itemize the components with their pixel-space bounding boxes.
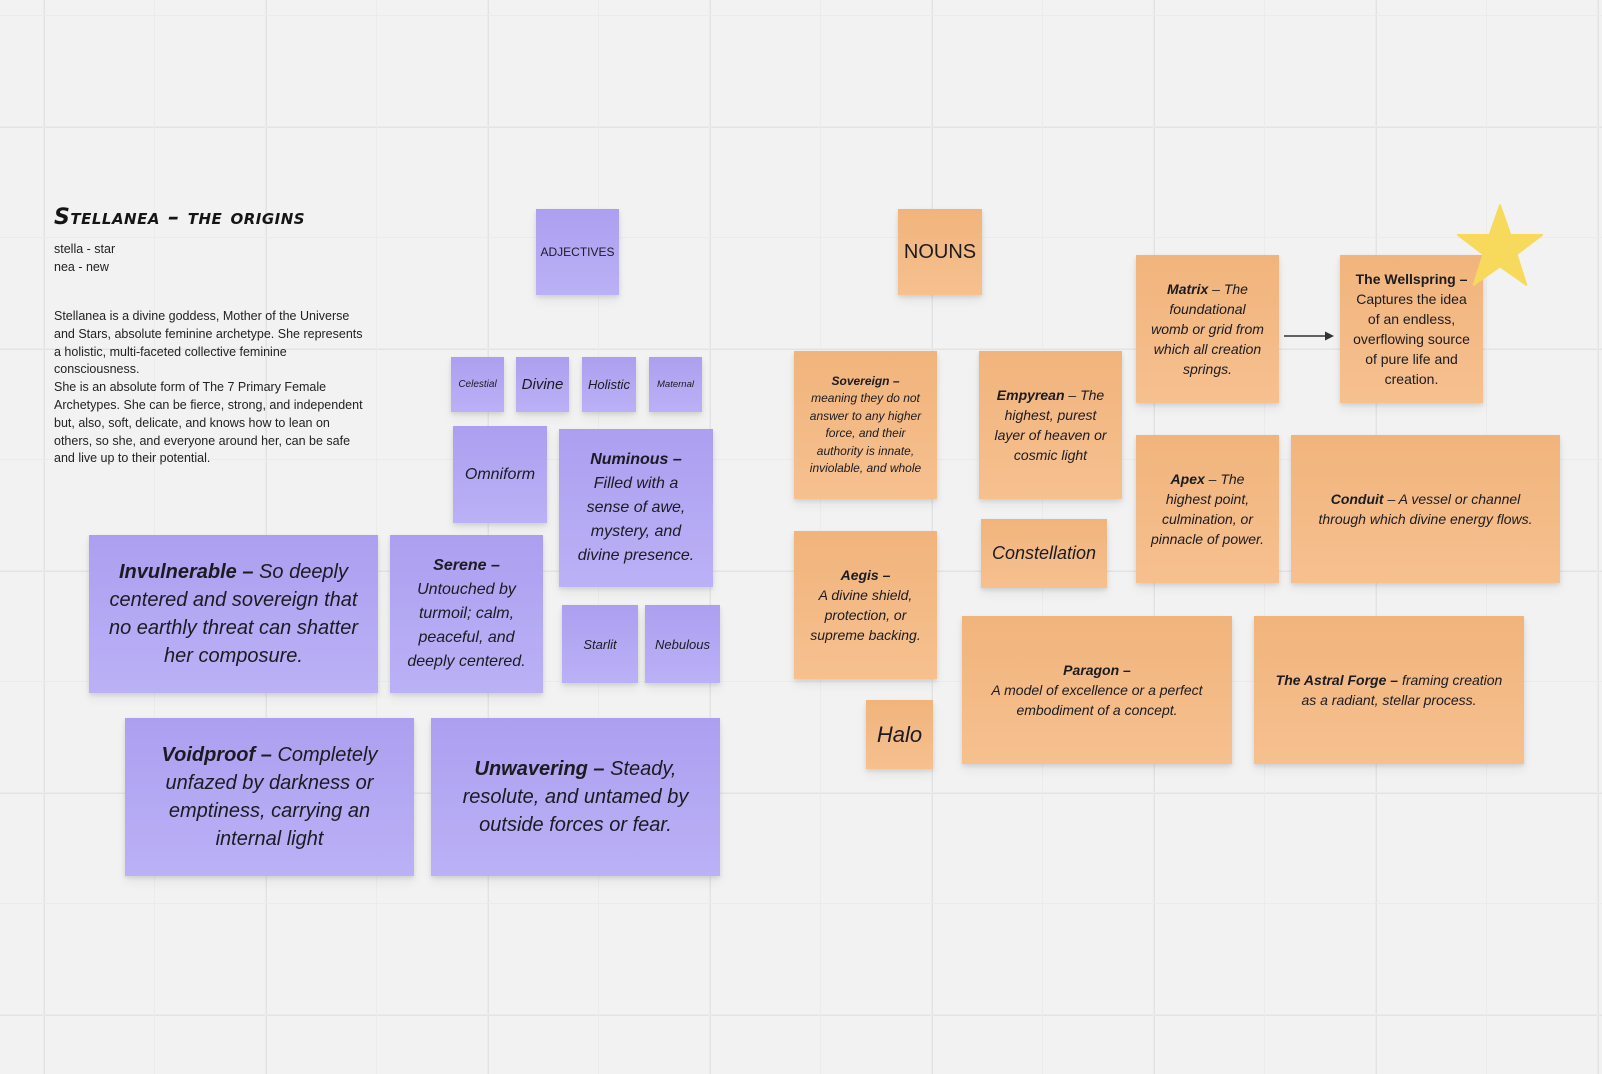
note-starlit[interactable]: Starlit: [562, 605, 638, 683]
note-holistic[interactable]: Holistic: [582, 357, 636, 412]
adjectives-header-note[interactable]: ADJECTIVES: [536, 209, 619, 295]
note-definition: Steady, resolute, and untamed by outside…: [462, 758, 689, 836]
note-label: Holistic: [588, 377, 630, 392]
etymology-line: nea - new: [54, 260, 109, 274]
note-definition: – A vessel or channel through which divi…: [1318, 491, 1533, 527]
note-term: Empyrean: [996, 387, 1065, 403]
note-label: NOUNS: [903, 240, 977, 263]
note-definition: A divine shield, protection, or supreme …: [810, 587, 921, 643]
note-term: Numinous –: [590, 451, 682, 468]
note-astral-forge[interactable]: The Astral Forge – framing creation as a…: [1254, 616, 1524, 764]
note-empyrean[interactable]: Empyrean – The highest, purest layer of …: [979, 351, 1122, 499]
nouns-header-note[interactable]: NOUNS: [898, 209, 982, 295]
note-term: Conduit: [1330, 491, 1384, 507]
description-paragraph: Stellanea is a divine goddess, Mother of…: [54, 309, 363, 377]
star-icon[interactable]: [1456, 203, 1544, 287]
note-label: Maternal: [657, 379, 694, 390]
note-halo[interactable]: Halo: [866, 700, 933, 769]
note-voidproof[interactable]: Voidproof – Completely unfazed by darkne…: [125, 718, 414, 876]
note-definition: Filled with a sense of awe, mystery, and…: [577, 475, 695, 564]
note-omniform[interactable]: Omniform: [453, 426, 547, 523]
arrow-right-icon: [1284, 331, 1334, 341]
note-label: Starlit: [583, 636, 617, 652]
note-definition: Untouched by turmoil; calm, peaceful, an…: [407, 581, 526, 670]
note-definition: meaning they do not answer to any higher…: [809, 391, 922, 475]
note-term: Apex: [1170, 471, 1205, 487]
note-nebulous[interactable]: Nebulous: [645, 605, 720, 683]
note-conduit[interactable]: Conduit – A vessel or channel through wh…: [1291, 435, 1560, 583]
note-label: ADJECTIVES: [540, 245, 615, 259]
note-maternal[interactable]: Maternal: [649, 357, 702, 412]
note-definition: Completely unfazed by darkness or emptin…: [165, 744, 378, 850]
note-label: Halo: [876, 721, 923, 747]
note-serene[interactable]: Serene – Untouched by turmoil; calm, pea…: [390, 535, 543, 693]
note-term: Matrix: [1167, 281, 1209, 297]
note-label: Nebulous: [655, 636, 710, 652]
description: Stellanea is a divine goddess, Mother of…: [54, 308, 364, 468]
note-label: Divine: [521, 376, 564, 393]
note-label: Celestial: [458, 379, 497, 390]
note-paragon[interactable]: Paragon – A model of excellence or a per…: [962, 616, 1232, 764]
note-unwavering[interactable]: Unwavering – Steady, resolute, and untam…: [431, 718, 720, 876]
note-term: Unwavering –: [474, 758, 605, 780]
note-matrix[interactable]: Matrix – The foundational womb or grid f…: [1136, 255, 1279, 403]
board-title: Stellanea – the origins: [54, 205, 306, 230]
note-definition: – The highest, purest layer of heaven or…: [994, 387, 1107, 463]
etymology: stella - star nea - new: [54, 240, 115, 276]
description-paragraph: She is an absolute form of The 7 Primary…: [54, 380, 363, 466]
note-label: Constellation: [991, 543, 1097, 563]
note-divine[interactable]: Divine: [516, 357, 569, 412]
note-invulnerable[interactable]: Invulnerable – So deeply centered and so…: [89, 535, 378, 693]
etymology-line: stella - star: [54, 242, 116, 256]
note-definition: – The foundational womb or grid from whi…: [1151, 281, 1264, 377]
note-term: The Astral Forge –: [1275, 672, 1399, 688]
note-definition: Captures the idea of an endless, overflo…: [1353, 291, 1470, 387]
note-term: Voidproof –: [161, 744, 272, 766]
note-celestial[interactable]: Celestial: [451, 357, 504, 412]
note-term: The Wellspring –: [1355, 271, 1468, 287]
note-term: Sovereign –: [831, 373, 900, 388]
note-sovereign[interactable]: Sovereign – meaning they do not answer t…: [794, 351, 937, 499]
note-definition: framing creation as a radiant, stellar p…: [1301, 672, 1503, 708]
note-label: Omniform: [464, 465, 536, 483]
note-apex[interactable]: Apex – The highest point, culmination, o…: [1136, 435, 1279, 583]
note-definition: – The highest point, culmination, or pin…: [1150, 471, 1265, 547]
note-aegis[interactable]: Aegis – A divine shield, protection, or …: [794, 531, 937, 679]
note-term: Invulnerable –: [118, 561, 254, 583]
note-definition: A model of excellence or a perfect embod…: [991, 682, 1203, 718]
note-definition: So deeply centered and sovereign that no…: [108, 561, 359, 667]
note-constellation[interactable]: Constellation: [981, 519, 1107, 588]
note-term: Aegis –: [840, 567, 891, 583]
note-term: Paragon –: [1063, 662, 1131, 678]
note-numinous[interactable]: Numinous – Filled with a sense of awe, m…: [559, 429, 713, 587]
note-wellspring[interactable]: The Wellspring – Captures the idea of an…: [1340, 255, 1483, 403]
note-term: Serene –: [433, 557, 500, 574]
